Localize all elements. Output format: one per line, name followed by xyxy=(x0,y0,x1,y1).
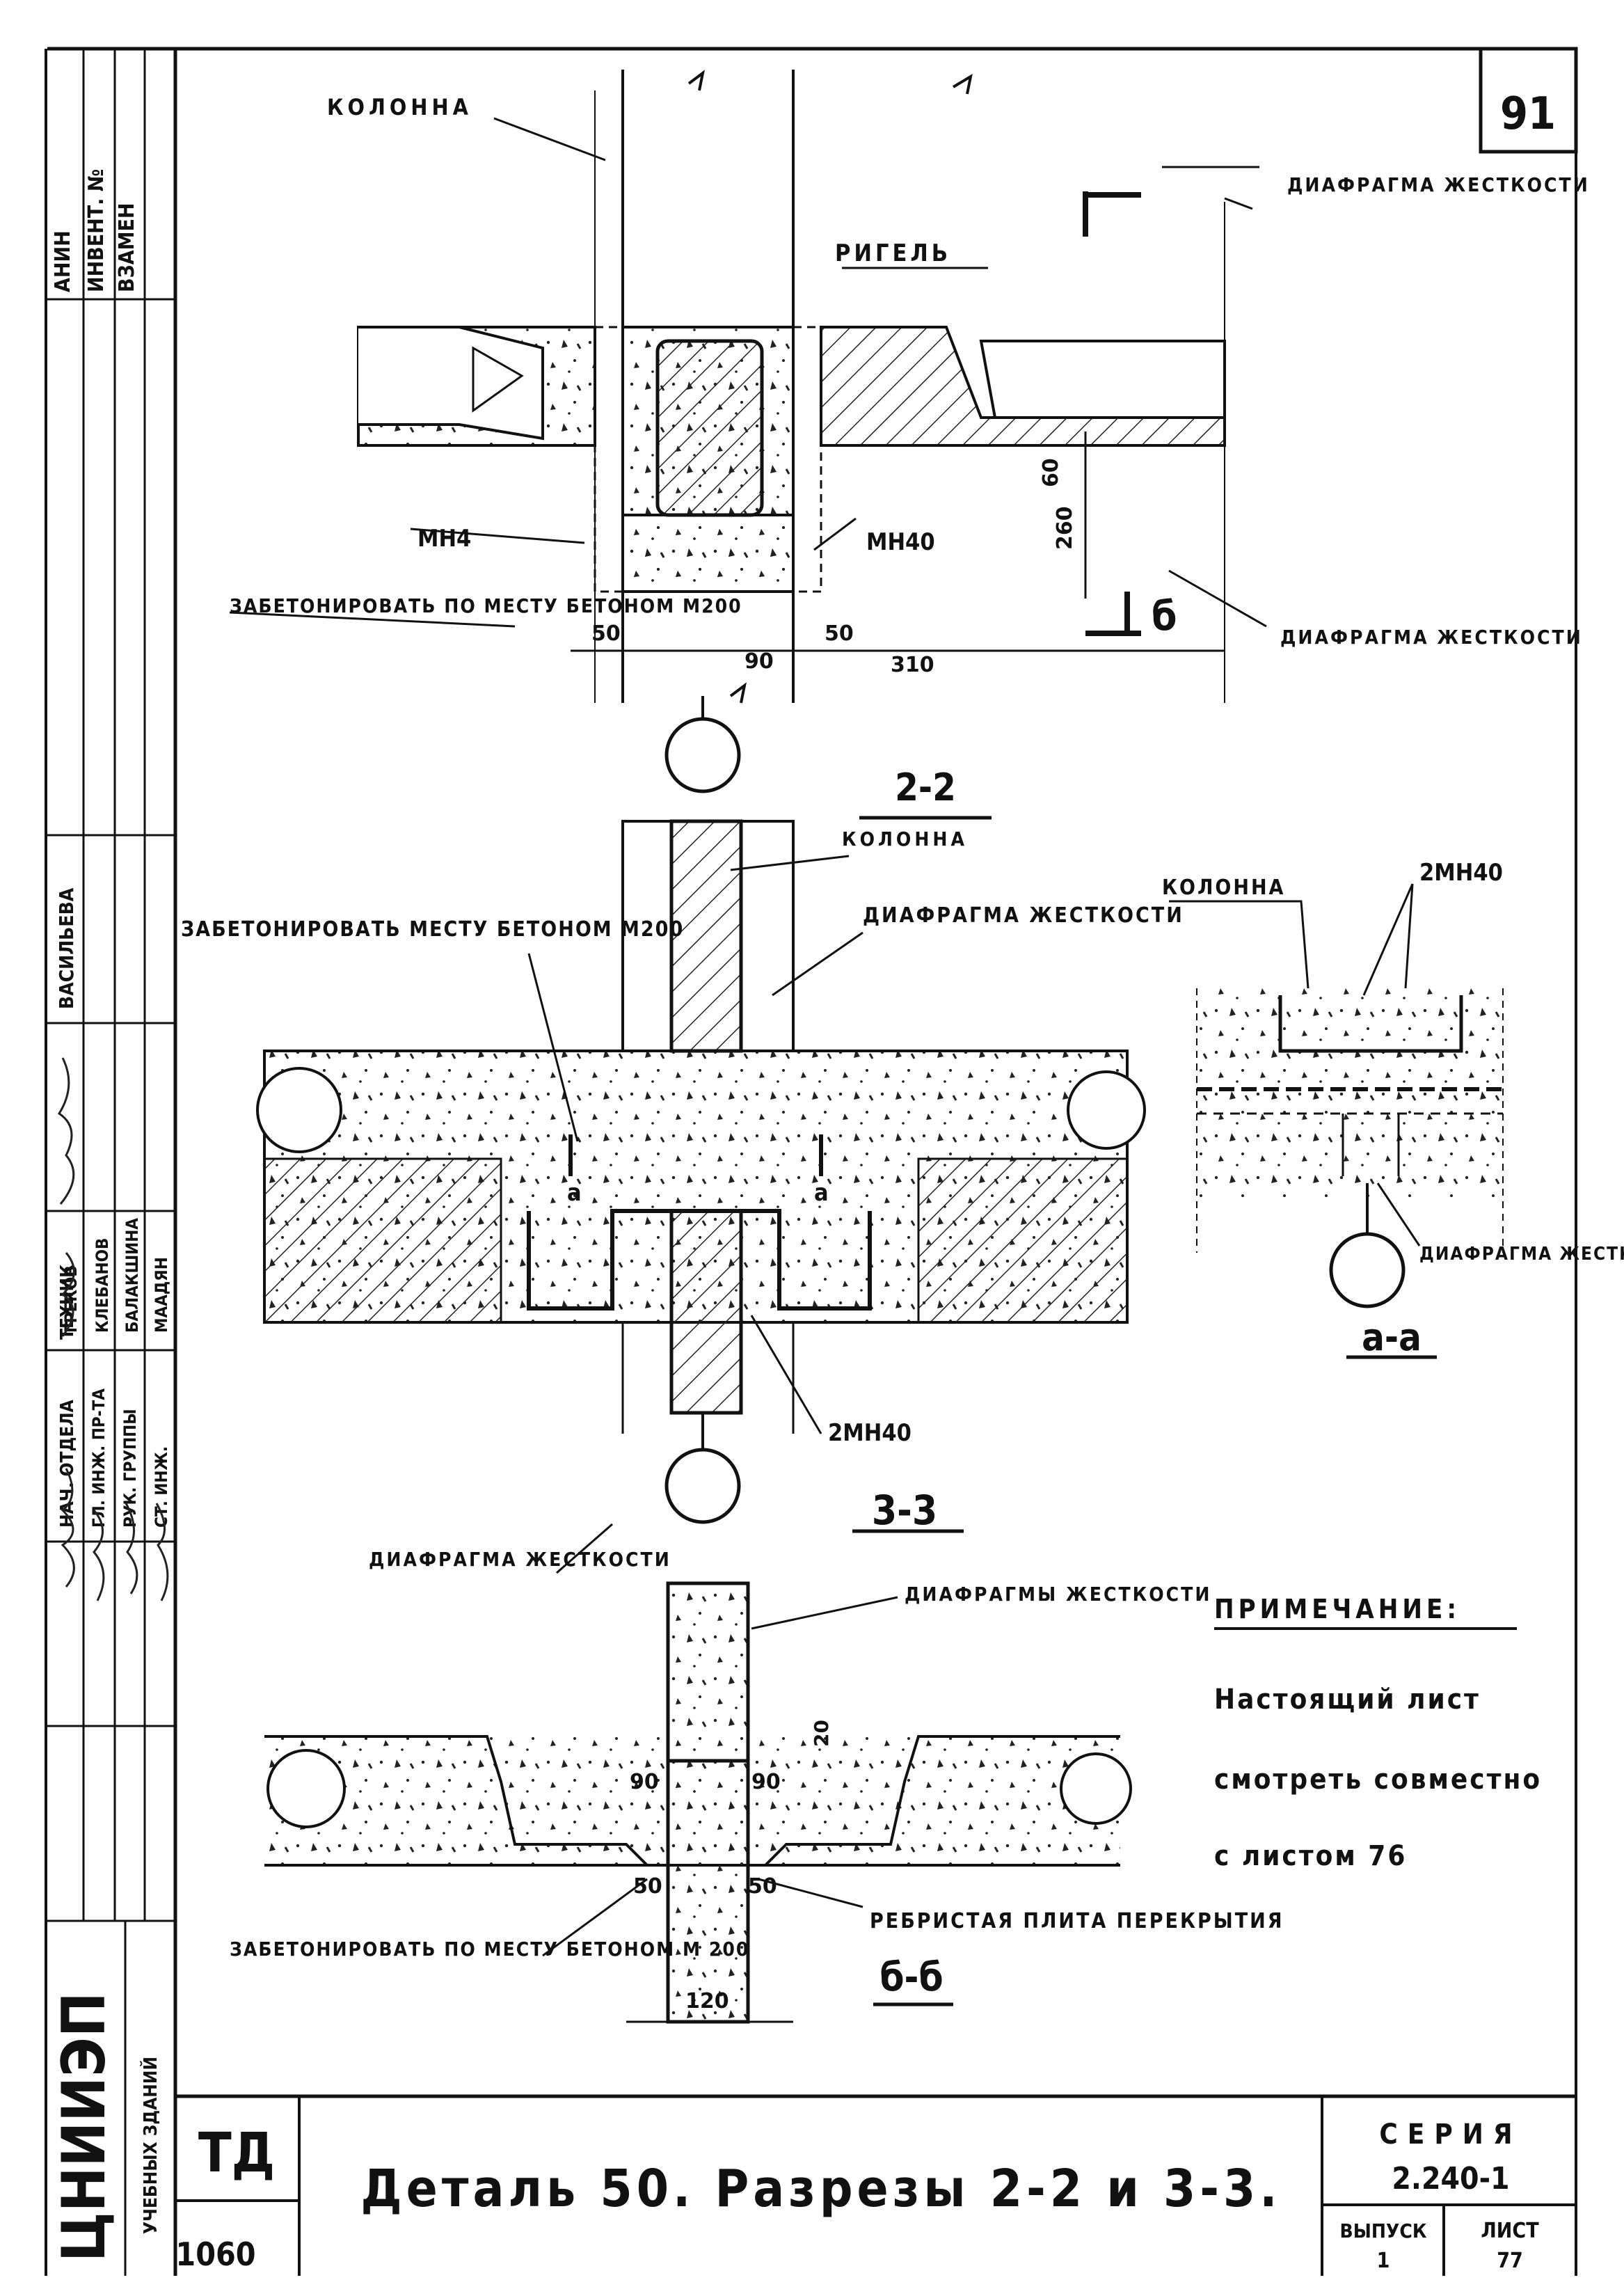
mark-a-left: а xyxy=(567,1179,582,1207)
note-line-2: смотреть совместно xyxy=(1214,1764,1542,1796)
sheet-number: 91 xyxy=(1500,88,1556,140)
sheet-number-box xyxy=(1479,47,1578,154)
section-aa-title: а-а xyxy=(1362,1315,1422,1359)
section-22-drawing xyxy=(256,819,1146,1524)
label-column-top: КОЛОННА xyxy=(327,94,472,120)
section-aa-drawing xyxy=(1196,988,1504,1308)
label-diaphragm-33-left: ДИАФРАГМА ЖЕСТКОСТИ xyxy=(369,1548,671,1571)
section-22-title: 2-2 xyxy=(895,766,956,809)
dims-top xyxy=(571,432,1225,652)
series-value: 2.240-1 xyxy=(1392,2161,1509,2196)
label-2mn40-aa: 2МН40 xyxy=(1419,859,1503,887)
dim-90-top: 90 xyxy=(745,649,774,674)
label-diaphragm-top: ДИАФРАГМА ЖЕСТКОСТИ xyxy=(1287,173,1590,196)
section-mark-b: б xyxy=(1152,592,1177,640)
stamp-name-4: МААДЯН xyxy=(152,1257,171,1333)
dim-310: 310 xyxy=(891,653,934,677)
doc-year: 1060 xyxy=(175,2235,255,2273)
issue-label: ВЫПУСК xyxy=(1340,2219,1427,2242)
label-crossbar: РИГЕЛЬ xyxy=(835,239,951,267)
signatures xyxy=(57,1057,169,1601)
note-line-1: Настоящий лист xyxy=(1214,1684,1481,1716)
label-column-22: КОЛОННА xyxy=(842,828,968,850)
label-2mn40-22: 2МН40 xyxy=(828,1419,911,1447)
institute-subtitle: УЧЕБНЫХ ЗДАНИЙ xyxy=(139,2057,161,2234)
left-stamp-grid xyxy=(46,49,175,2276)
label-diaphragm-33-top: ДИАФРАГМЫ ЖЕСТКОСТИ xyxy=(905,1583,1211,1606)
label-concrete-note-33: ЗАБЕТОНИРОВАТЬ ПО МЕСТУ БЕТОНОМ М 200 xyxy=(230,1938,749,1961)
section-33-title: 3-3 xyxy=(872,1487,937,1534)
section-bb-bottom-drawing xyxy=(264,1581,1132,2024)
label-diaphragm-22: ДИАФРАГМА ЖЕСТКОСТИ xyxy=(863,903,1184,928)
label-mn40: МН40 xyxy=(866,528,935,556)
sheet-title: Деталь 50. Разрезы 2-2 и 3-3. xyxy=(360,2159,1281,2219)
dim-90-left-33: 90 xyxy=(630,1770,659,1794)
note-line-3: с листом 76 xyxy=(1214,1840,1407,1872)
stamp-label-invent: ИНВЕНТ. № xyxy=(84,169,109,292)
section-aa-leaders xyxy=(1169,883,1421,1246)
note-heading: ПРИМЕЧАНИЕ: xyxy=(1214,1594,1460,1624)
dim-50-left: 50 xyxy=(591,621,621,646)
label-mn4: МН4 xyxy=(417,525,471,553)
institute-name: ЦНИИЭП xyxy=(49,1992,119,2262)
dim-60: 60 xyxy=(1039,458,1063,487)
section-bb-title: б-б xyxy=(879,1955,943,2000)
stamp-role-group-lead: РУК. ГРУППЫ xyxy=(120,1409,140,1528)
label-concrete-note-22: ЗАБЕТОНИРОВАТЬ МЕСТУ БЕТОНОМ М200 xyxy=(181,917,684,942)
dim-260: 260 xyxy=(1053,506,1077,550)
dim-50-left-33: 50 xyxy=(633,1874,662,1899)
dim-90-right-33: 90 xyxy=(751,1770,781,1794)
series-label: СЕРИЯ xyxy=(1379,2119,1522,2151)
section-22-leaders xyxy=(527,855,863,1434)
section-top-leaders xyxy=(229,117,1267,628)
mark-a-right: а xyxy=(814,1179,829,1207)
label-column-aa: КОЛОННА xyxy=(1162,876,1285,900)
sheet-value: 77 xyxy=(1497,2249,1523,2273)
doc-code: ТД xyxy=(198,2122,275,2185)
label-concrete-note-top: ЗАБЕТОНИРОВАТЬ ПО МЕСТУ БЕТОНОМ М200 xyxy=(230,594,742,617)
dim-120: 120 xyxy=(685,1989,729,2013)
stamp-label-anin: АНИН xyxy=(51,230,75,292)
sheet-label: ЛИСТ xyxy=(1481,2219,1539,2243)
stamp-approver-name: ВАСИЛЬЕВА xyxy=(55,887,78,1009)
label-ribbed-slab: РЕБРИСТАЯ ПЛИТА ПЕРЕКРЫТИЯ xyxy=(870,1909,1284,1933)
sheet-frame xyxy=(45,47,1577,2276)
title-block-grid xyxy=(175,2096,1576,2276)
section-33-leaders xyxy=(542,1523,898,2023)
dim-50-right: 50 xyxy=(825,621,854,646)
section-bb-drawing xyxy=(357,70,1226,793)
stamp-name-2: КЛЕБАНОВ xyxy=(93,1238,112,1333)
note-block: ПРИМЕЧАНИЕ: Настоящий лист смотреть совм… xyxy=(1214,1594,1542,1872)
label-diaphragm-aa: ДИАФРАГМА ЖЕСТКОСТИ xyxy=(1419,1244,1624,1265)
stamp-label-vzamen: ВЗАМЕН xyxy=(115,203,139,292)
stamp-name-3: БАЛАКШИНА xyxy=(122,1218,142,1333)
dim-20: 20 xyxy=(810,1720,833,1747)
stamp-role-chief-engineer: ГЛ. ИНЖ. ПР-ТА xyxy=(89,1388,109,1528)
stamp-side-labels: АНИН ИНВЕНТ. № ВЗАМЕН ВАСИЛЬЕВА НАЧ. ОТД… xyxy=(49,169,171,2262)
label-diaphragm-right: ДИАФРАГМА ЖЕСТКОСТИ xyxy=(1280,626,1583,649)
dim-50-right-33: 50 xyxy=(748,1874,777,1899)
issue-value: 1 xyxy=(1377,2249,1390,2273)
